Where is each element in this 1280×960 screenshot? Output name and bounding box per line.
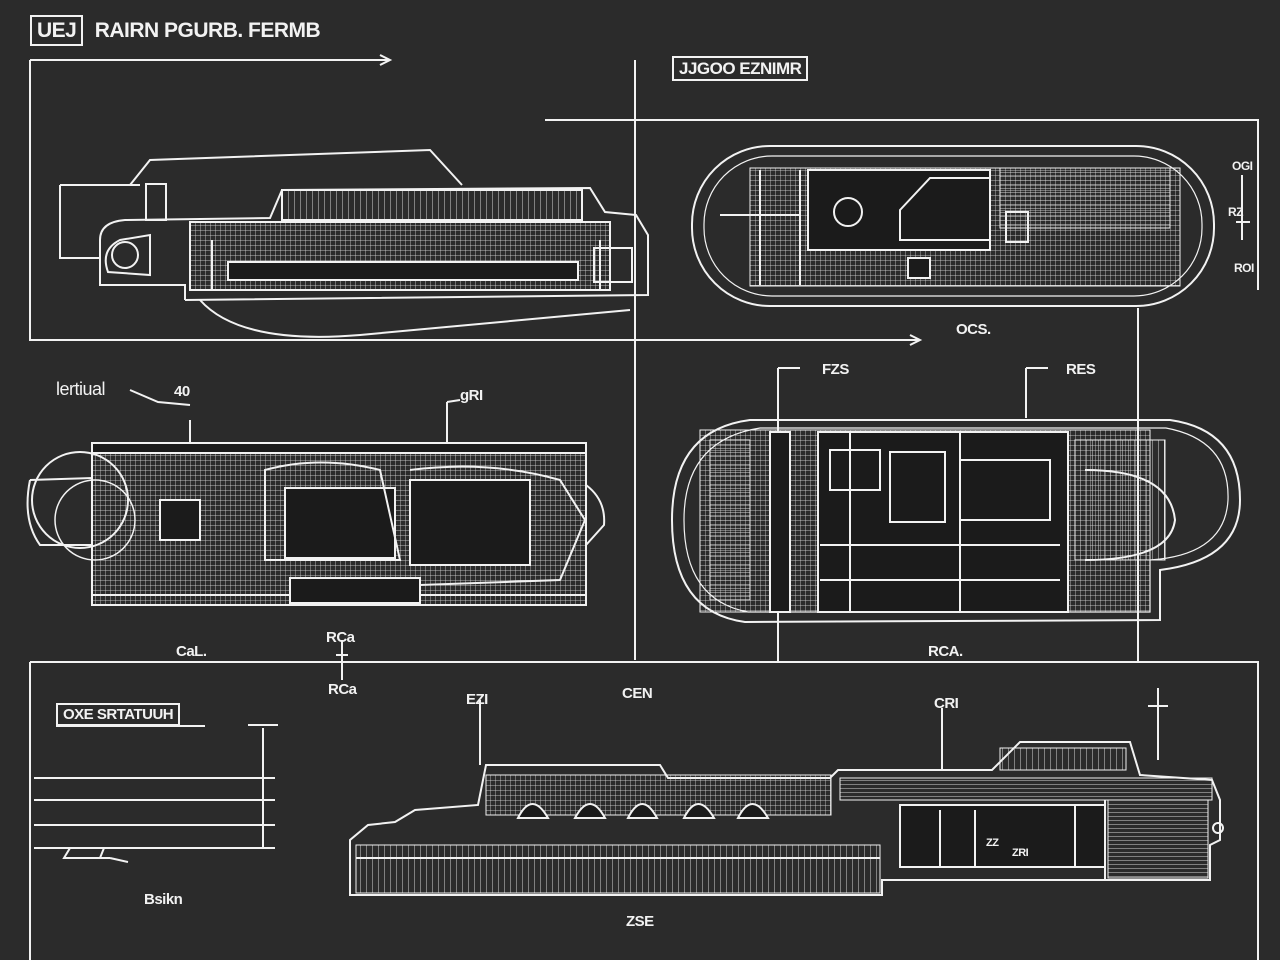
tag-rca-2: RCa <box>328 681 357 698</box>
top-left-elevation <box>99 148 649 338</box>
tag-cri: CRI <box>934 695 959 712</box>
middle-left-section <box>26 389 606 606</box>
top-right-dimensions <box>1236 160 1259 290</box>
section-box-label: OXE SRTATUUH <box>56 703 181 726</box>
tag-40: 40 <box>174 383 190 400</box>
top-box-label: JJGOO EZNIMR <box>672 56 809 81</box>
title-block: UEJ RAIRN PGURB. FERMB <box>30 15 321 46</box>
tag-ocs: OCS. <box>956 321 991 338</box>
bottom-left-chart <box>34 724 278 863</box>
tag-right-3: ROI <box>1234 261 1254 275</box>
vertical-label: lertiual <box>56 379 106 399</box>
drawing-title: RAIRN PGURB. FERMB <box>94 19 321 42</box>
middle-right-cutaway <box>670 367 1242 624</box>
tag-fzs: FZS <box>822 361 849 378</box>
dimension-ticks <box>336 640 348 680</box>
tag-right-2: RZ <box>1228 205 1244 219</box>
tag-ezi: EZI <box>466 691 488 708</box>
bottom-center-label: ZSE <box>626 913 654 930</box>
tag-res: RES <box>1066 361 1096 378</box>
tag-gri: gRI <box>460 387 483 404</box>
bottom-elevation <box>349 688 1224 896</box>
title-badge: UEJ <box>30 15 84 46</box>
tag-rca-3: RCA. <box>928 643 963 660</box>
inset-label: ZZ <box>986 837 999 849</box>
inset-label-2: ZRI <box>1012 847 1029 859</box>
tag-cen: CEN <box>622 685 653 702</box>
tag-right-1: OGI <box>1232 159 1253 173</box>
bottom-left-label: Bsikn <box>144 891 183 908</box>
tag-rca: RCa <box>326 629 355 646</box>
tag-cal: CaL. <box>176 643 207 660</box>
top-right-plan <box>691 145 1215 307</box>
